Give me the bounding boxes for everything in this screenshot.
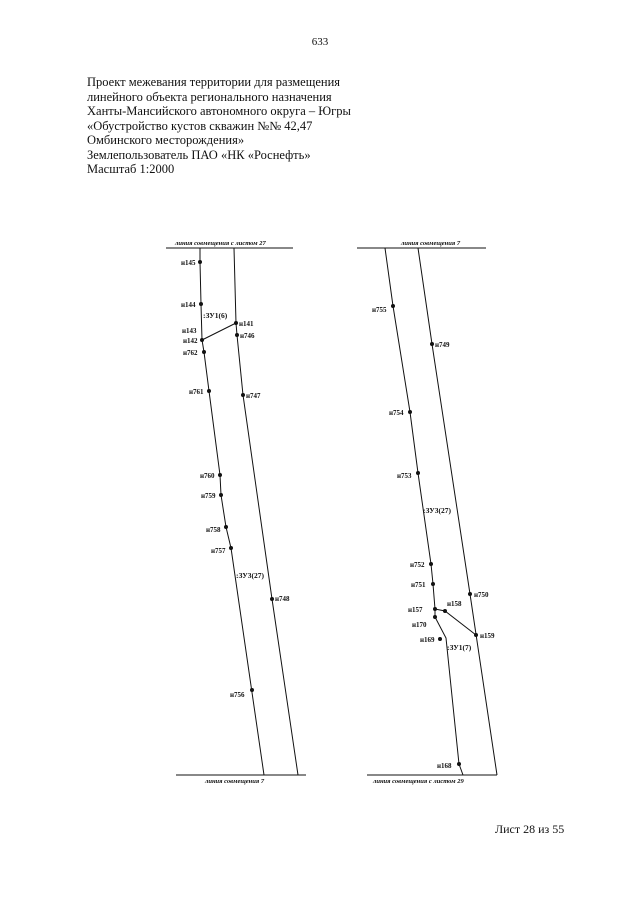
point-label: н757 [211,547,226,555]
point-marker [474,633,478,637]
document-header: Проект межевания территории для размещен… [87,75,351,177]
point-label: н169 [420,636,435,644]
point-label: н143 [182,327,197,335]
point-marker [224,525,228,529]
point-label: н145 [181,259,196,267]
header-line: Ханты-Мансийского автономного округа – Ю… [87,104,351,118]
point-marker [429,562,433,566]
point-label: н746 [240,332,255,340]
point-label: н761 [189,388,204,396]
zone-label: :ЗУ1(6) [203,311,228,320]
point-label: н168 [437,762,452,770]
point-label: н748 [275,595,290,603]
point-marker [241,393,245,397]
point-marker [270,597,274,601]
zone-label: :ЗУ3(27) [236,571,265,580]
point-marker [234,321,238,325]
point-label: н750 [474,591,489,599]
point-label: н749 [435,341,450,349]
point-marker [416,471,420,475]
point-label: н754 [389,409,404,417]
point-label: н159 [480,632,495,640]
point-label: н157 [408,606,423,614]
right-points [391,304,478,766]
point-marker [207,389,211,393]
right-connector-line [434,608,477,636]
header-line: Омбинского месторождения» [87,133,245,147]
point-marker [198,260,202,264]
header-line: Проект межевания территории для размещен… [87,75,341,89]
right-top-caption: линия совмещения 7 [400,240,461,247]
page-number: 633 [311,36,329,48]
left-top-caption: линия совмещения с листом 27 [174,240,267,247]
point-marker [408,410,412,414]
left-bottom-caption: линия совмещения 7 [204,778,265,785]
header-line: линейного объекта регионального назначен… [87,89,332,104]
point-label: н758 [206,526,221,534]
point-marker [433,607,437,611]
point-label: н755 [372,306,387,314]
point-label: н158 [447,600,462,608]
point-label: н751 [411,581,426,589]
point-marker [468,592,472,596]
point-label: н752 [410,561,425,569]
point-marker [433,615,437,619]
right-boundary-line-east [417,247,498,776]
point-label: н144 [181,301,196,309]
point-marker [235,333,239,337]
scale-line: Масштаб 1:2000 [87,162,175,176]
point-label: н756 [230,691,245,699]
zone-label: :ЗУ1(7) [447,643,472,652]
point-label: н142 [183,337,198,345]
left-boundary-line-east [233,247,299,776]
point-marker [200,338,204,342]
point-marker [202,350,206,354]
header-line: «Обустройство кустов скважин №№ 42,47 [87,118,313,133]
point-marker [391,304,395,308]
left-connector-line [201,322,237,341]
point-label: н753 [397,472,412,480]
point-marker [199,302,203,306]
point-label: н762 [183,349,198,357]
point-marker [443,609,447,613]
zone-label: :ЗУ3(27) [423,506,452,515]
left-drawing: линия совмещения с листом 27 линия совме… [166,240,306,785]
point-marker [457,762,461,766]
point-marker [438,637,442,641]
left-point-labels: н145 н144 н143 н142 н762 н141 н746 н761 … [181,259,290,699]
right-bottom-caption: линия совмещения с листом 29 [372,778,465,785]
point-marker [229,546,233,550]
point-label: н759 [201,492,216,500]
point-label: н760 [200,472,215,480]
header-line: Землепользователь ПАО «НК «Роснефть» [87,147,311,162]
right-drawing: линия совмещения 7 линия совмещения с ли… [357,240,498,785]
point-label: н170 [412,621,427,629]
right-point-labels: н755 н749 н754 н753 н752 н751 н750 н157 … [372,306,495,770]
point-marker [430,342,434,346]
point-label: н141 [239,320,254,328]
sheet-number: Лист 28 из 55 [495,822,565,836]
point-label: н747 [246,392,261,400]
point-marker [218,473,222,477]
left-points [198,260,274,692]
point-marker [250,688,254,692]
point-marker [431,582,435,586]
point-marker [219,493,223,497]
